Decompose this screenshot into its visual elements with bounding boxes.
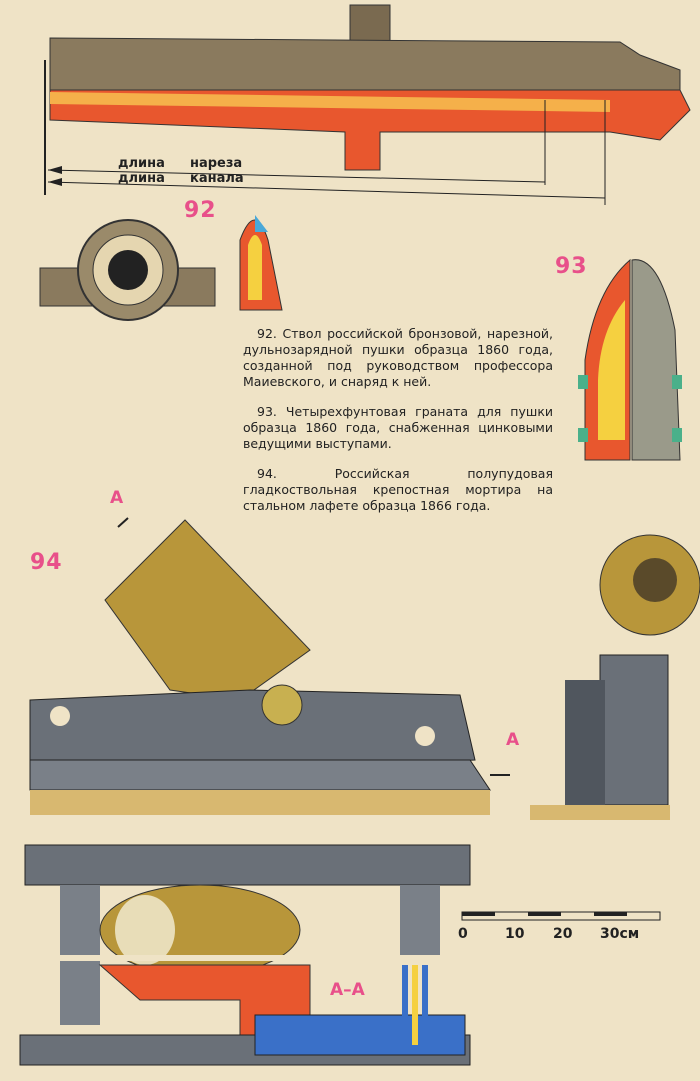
barrel-cross-section — [39, 219, 216, 321]
cannon-barrel-drawing — [44, 4, 691, 205]
section-mark-a-top: А — [110, 488, 124, 508]
shell-drawing — [239, 215, 283, 311]
scale-tick-10: 10 — [505, 926, 525, 942]
mortar-side-view — [29, 517, 510, 815]
caption-94: 94. Российская полупудовая гладкоствольн… — [243, 466, 553, 513]
scale-tick-30: 30см — [600, 926, 640, 942]
scale-tick-0: 0 — [458, 926, 468, 942]
caption-93: 93. Четырехфунтовая граната для пушки об… — [243, 404, 553, 451]
dimension-bore-word2: канала — [190, 171, 244, 186]
caption-92: 92. Ствол российской бронзовой, нарезной… — [243, 326, 553, 389]
figure-number-92: 92 — [184, 198, 217, 223]
captions: 92. Ствол российской бронзовой, нарезной… — [243, 326, 553, 528]
section-mark-a-right: А — [506, 730, 520, 750]
section-label-a-a: А–А — [330, 980, 365, 1000]
dimension-rifling-word2: нареза — [190, 156, 243, 171]
mortar-section-view — [15, 844, 471, 1066]
dimension-bore-word1: длина — [118, 171, 165, 186]
dimension-rifling-word1: длина — [118, 156, 165, 171]
scale-bar — [461, 911, 661, 921]
scale-tick-20: 20 — [553, 926, 573, 942]
mortar-front-view — [530, 534, 700, 820]
figure-number-94: 94 — [30, 550, 63, 575]
grenade-drawing — [578, 258, 682, 461]
figure-number-93: 93 — [555, 254, 588, 279]
